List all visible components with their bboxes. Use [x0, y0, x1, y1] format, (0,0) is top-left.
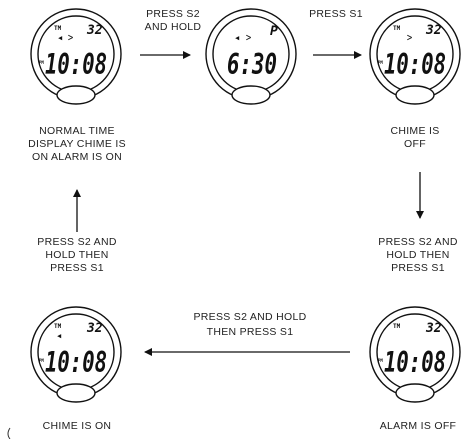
- watch-normal-time: TM 32 ◀ ᐳ PM 10:08: [30, 8, 122, 105]
- tm-indicator: TM: [54, 25, 62, 32]
- watch-body: [30, 8, 122, 105]
- step-label-right-down: PRESS S2 AND HOLD THEN PRESS S1: [367, 236, 469, 275]
- date-display: 32: [86, 23, 103, 38]
- label-line: HOLD THEN: [386, 249, 450, 261]
- label-line: PRESS S2 AND HOLD: [193, 311, 307, 323]
- chime-icon: ᐳ: [68, 34, 73, 42]
- label-line: CHIME IS: [390, 125, 440, 137]
- chime-icon: ᐳ: [246, 34, 251, 42]
- watch-chime-on: TM 32 ◀ PM 10:08: [30, 306, 122, 403]
- time-display: 10:08: [384, 48, 446, 81]
- step-label-press-s1: PRESS S1: [303, 8, 369, 21]
- time-display: 10:08: [45, 48, 107, 81]
- step-label-press-s2-hold: PRESS S2 AND HOLD: [137, 8, 209, 34]
- edge-mark: [7, 427, 11, 439]
- watch-chime-off: TM 32 ᐳ PM 10:08: [369, 8, 461, 105]
- label-line: PRESS S2 AND: [37, 236, 117, 248]
- label-line: OFF: [404, 138, 426, 150]
- tm-indicator: TM: [393, 25, 401, 32]
- step-label-bottom: PRESS S2 AND HOLD THEN PRESS S1: [180, 311, 320, 339]
- pm-indicator: PM: [378, 358, 383, 363]
- bell-icon: ◀: [235, 34, 240, 42]
- step-label-left-return: PRESS S2 AND HOLD THEN PRESS S1: [22, 236, 132, 275]
- label-line: PRESS S1: [50, 262, 104, 274]
- label-line: NORMAL TIME: [39, 125, 115, 137]
- label-line: ALARM IS OFF: [379, 420, 457, 432]
- label-line: DISPLAY CHIME IS: [28, 138, 126, 150]
- label-line: PRESS S1: [391, 262, 445, 274]
- label-line: THEN PRESS S1: [206, 326, 294, 338]
- date-display: 32: [86, 321, 103, 336]
- watch-alarm-off: TM 32 PM 10:08: [369, 306, 461, 403]
- bell-icon: ◀: [58, 34, 63, 42]
- watch-body: [369, 8, 461, 105]
- watch-body: [205, 8, 297, 105]
- label-line: CHIME IS ON: [42, 420, 112, 432]
- watch-alarm-set: P ◀ ᐳ 6:30: [205, 8, 297, 105]
- label-line: HOLD THEN: [45, 249, 109, 261]
- caption-normal-time: NORMAL TIME DISPLAY CHIME IS ON ALARM IS…: [8, 125, 146, 164]
- date-display: 32: [425, 321, 442, 336]
- time-display: 6:30: [227, 48, 277, 81]
- date-display: 32: [425, 23, 442, 38]
- chime-icon: ᐳ: [407, 34, 412, 42]
- label-line: AND HOLD: [144, 21, 202, 33]
- pm-indicator: PM: [39, 60, 44, 65]
- time-display: 10:08: [384, 346, 446, 379]
- pm-indicator: PM: [378, 60, 383, 65]
- pm-indicator: P: [270, 24, 278, 39]
- label-line: PRESS S2: [146, 8, 200, 20]
- caption-alarm-off: ALARM IS OFF: [370, 420, 466, 433]
- label-line: PRESS S1: [309, 8, 363, 20]
- caption-chime-on: CHIME IS ON: [20, 420, 134, 433]
- tm-indicator: TM: [54, 323, 62, 330]
- label-line: PRESS S2 AND: [378, 236, 458, 248]
- watch-body: [30, 306, 122, 403]
- caption-chime-off: CHIME IS OFF: [382, 125, 448, 151]
- pm-indicator: PM: [39, 358, 44, 363]
- bell-icon: ◀: [57, 332, 62, 340]
- watch-body: [369, 306, 461, 403]
- tm-indicator: TM: [393, 323, 401, 330]
- label-line: ON ALARM IS ON: [32, 151, 122, 163]
- time-display: 10:08: [45, 346, 107, 379]
